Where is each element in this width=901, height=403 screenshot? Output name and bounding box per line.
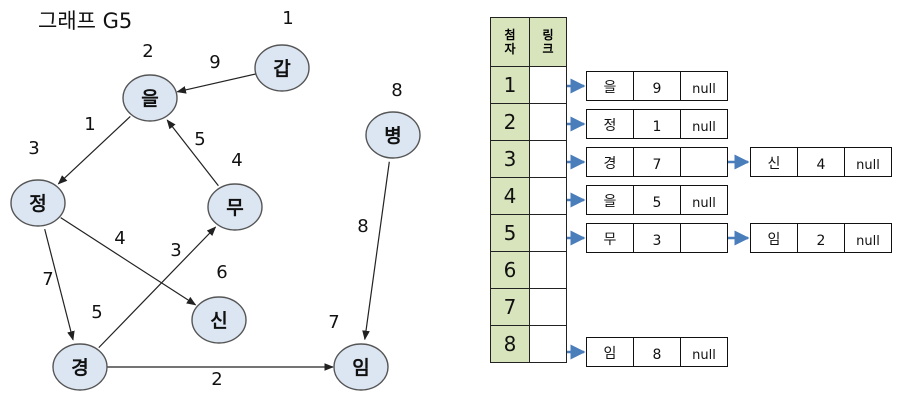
list-node-weight: 7: [634, 148, 681, 176]
edge-eul-jeong: [57, 116, 131, 185]
edge-weight-label: 1: [84, 114, 95, 135]
edge-byeong-im: [362, 161, 390, 341]
index-cell: 7: [490, 288, 530, 326]
graph-node-index: 6: [216, 262, 227, 283]
graph-node-index: 2: [142, 41, 153, 62]
graph-node-label: 신: [210, 310, 227, 332]
edge-gap-eul: [176, 73, 256, 94]
list-node-weight: 1: [634, 110, 681, 138]
graph-node-mu: [207, 183, 263, 231]
index-cell: 4: [490, 177, 530, 215]
edge-weight-label: 2: [211, 369, 222, 390]
graph-node-label: 정: [29, 193, 46, 215]
list-node-weight: 8: [634, 338, 681, 366]
list-node-weight: 4: [798, 148, 845, 176]
list-node-link: null: [692, 196, 716, 211]
graph-node-label: 병: [384, 125, 401, 147]
edge-weight-label: 7: [42, 269, 53, 290]
edge-weight-label: 5: [194, 129, 205, 150]
index-cell: 8: [490, 325, 530, 363]
link-cell: [529, 103, 567, 141]
edge-weight-label: 9: [209, 52, 220, 73]
link-cell: [529, 140, 567, 178]
link-cell: [529, 66, 567, 104]
edge-gyeong-mu: [98, 226, 217, 349]
graph-node-label: 갑: [273, 58, 291, 80]
list-node-link: null: [856, 234, 880, 249]
link-cell: [529, 251, 567, 289]
edge-weight-label: 8: [357, 216, 368, 237]
link-cell: [529, 177, 567, 215]
link-cell: [529, 214, 567, 252]
list-node-vertex: 정: [587, 110, 634, 138]
list-node-vertex: 임: [587, 338, 634, 366]
index-cell: 5: [490, 214, 530, 252]
list-node-link: [681, 224, 727, 252]
graph-node-index: 7: [328, 312, 339, 333]
graph-title: 그래프 G5: [38, 9, 133, 33]
list-node-link: null: [856, 158, 880, 173]
edge-weight-label: 3: [170, 240, 181, 261]
link-cell: [529, 288, 567, 326]
index-cell: 6: [490, 251, 530, 289]
edge-mu-eul: [166, 119, 219, 187]
graph-node-label: 무: [226, 197, 243, 219]
graph-node-im: [333, 343, 389, 391]
link-cell: [529, 325, 567, 363]
list-node-vertex: 무: [587, 224, 634, 252]
list-node-vertex: 신: [751, 148, 798, 176]
graph-node-jeong: [10, 179, 66, 227]
list-node-vertex: 임: [751, 224, 798, 252]
list-node-link: null: [692, 82, 716, 97]
list-node-link: null: [692, 348, 716, 363]
graph-node-byeong: [365, 111, 421, 159]
list-node-weight: 5: [634, 186, 681, 214]
index-cell: 1: [490, 66, 530, 104]
index-cell: 3: [490, 140, 530, 178]
edge-jeong-gyeong: [44, 229, 75, 341]
list-node-link: [681, 148, 727, 176]
index-cell: 2: [490, 103, 530, 141]
graph-node-eul: [122, 74, 178, 122]
graph-node-label: 경: [71, 357, 88, 379]
graph-node-index: 5: [91, 302, 102, 323]
graph-node-index: 1: [282, 8, 293, 29]
list-node-vertex: 을: [587, 72, 634, 100]
list-node-vertex: 을: [587, 186, 634, 214]
edge-jeong-sin: [60, 217, 197, 306]
graph-node-index: 8: [391, 80, 402, 101]
list-node-link: null: [692, 120, 716, 135]
graph-node-label: 임: [352, 357, 369, 379]
graph-node-label: 을: [141, 88, 158, 110]
list-node-weight: 3: [634, 224, 681, 252]
list-node-vertex: 경: [587, 148, 634, 176]
list-node-weight: 2: [798, 224, 845, 252]
graph-node-index: 4: [231, 150, 242, 171]
graph-node-sin: [191, 296, 247, 344]
list-node-weight: 9: [634, 72, 681, 100]
graph-node-gyeong: [52, 343, 108, 391]
edge-weight-label: 4: [114, 228, 125, 249]
graph-node-index: 3: [28, 138, 39, 159]
graph-node-gap: [254, 44, 310, 92]
